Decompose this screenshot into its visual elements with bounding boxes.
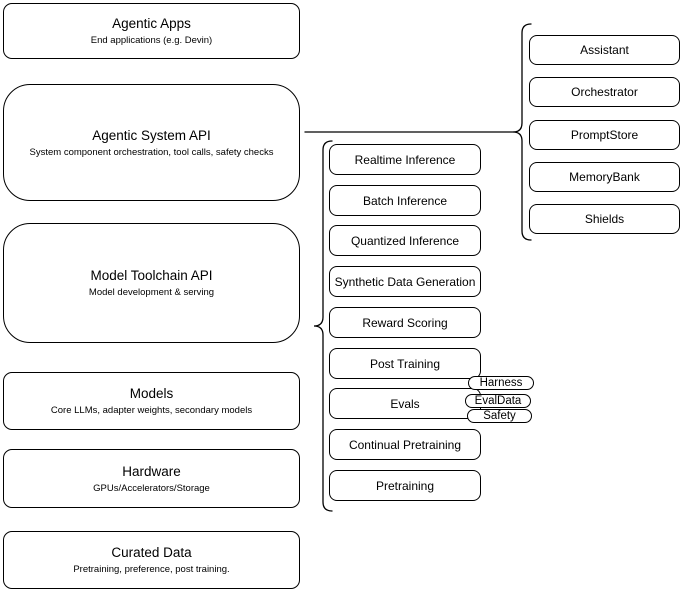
node-assistant: Assistant xyxy=(529,35,680,65)
box-model-toolchain-api-subtitle: Model development & serving xyxy=(88,287,215,298)
box-agentic-apps: Agentic Apps End applications (e.g. Devi… xyxy=(3,3,300,59)
node-post-training: Post Training xyxy=(329,348,481,379)
node-orchestrator: Orchestrator xyxy=(529,77,680,107)
box-agentic-system-api-title: Agentic System API xyxy=(92,127,211,143)
node-memorybank: MemoryBank xyxy=(529,162,680,192)
box-models-subtitle: Core LLMs, adapter weights, secondary mo… xyxy=(50,405,253,416)
node-shields: Shields xyxy=(529,204,680,234)
box-hardware-subtitle: GPUs/Accelerators/Storage xyxy=(93,482,210,494)
node-synthetic-data-generation: Synthetic Data Generation xyxy=(329,266,481,297)
box-agentic-system-api-subtitle: System component orchestration, tool cal… xyxy=(29,146,274,158)
box-hardware-title: Hardware xyxy=(122,463,181,479)
box-model-toolchain-api-title: Model Toolchain API xyxy=(90,268,213,283)
box-agentic-apps-subtitle: End applications (e.g. Devin) xyxy=(90,35,213,46)
box-agentic-system-api: Agentic System API System component orch… xyxy=(3,84,300,201)
pill-safety: Safety xyxy=(467,409,532,423)
box-models-title: Models xyxy=(129,386,174,401)
node-reward-scoring: Reward Scoring xyxy=(329,307,481,338)
node-pretraining: Pretraining xyxy=(329,470,481,501)
node-batch-inference: Batch Inference xyxy=(329,185,481,216)
node-promptstore: PromptStore xyxy=(529,120,680,150)
box-curated-data: Curated Data Pretraining, preference, po… xyxy=(3,531,300,589)
node-realtime-inference: Realtime Inference xyxy=(329,144,481,175)
node-evals: Evals xyxy=(329,388,481,419)
node-continual-pretraining: Continual Pretraining xyxy=(329,429,481,460)
box-models: Models Core LLMs, adapter weights, secon… xyxy=(3,372,300,430)
node-quantized-inference: Quantized Inference xyxy=(329,225,481,256)
box-model-toolchain-api: Model Toolchain API Model development & … xyxy=(3,223,300,343)
box-agentic-apps-title: Agentic Apps xyxy=(112,16,191,31)
pill-harness: Harness xyxy=(468,376,534,390)
box-hardware: Hardware GPUs/Accelerators/Storage xyxy=(3,449,300,508)
box-curated-data-subtitle: Pretraining, preference, post training. xyxy=(73,564,230,575)
pill-evaldata: EvalData xyxy=(465,394,531,408)
box-curated-data-title: Curated Data xyxy=(111,545,192,560)
